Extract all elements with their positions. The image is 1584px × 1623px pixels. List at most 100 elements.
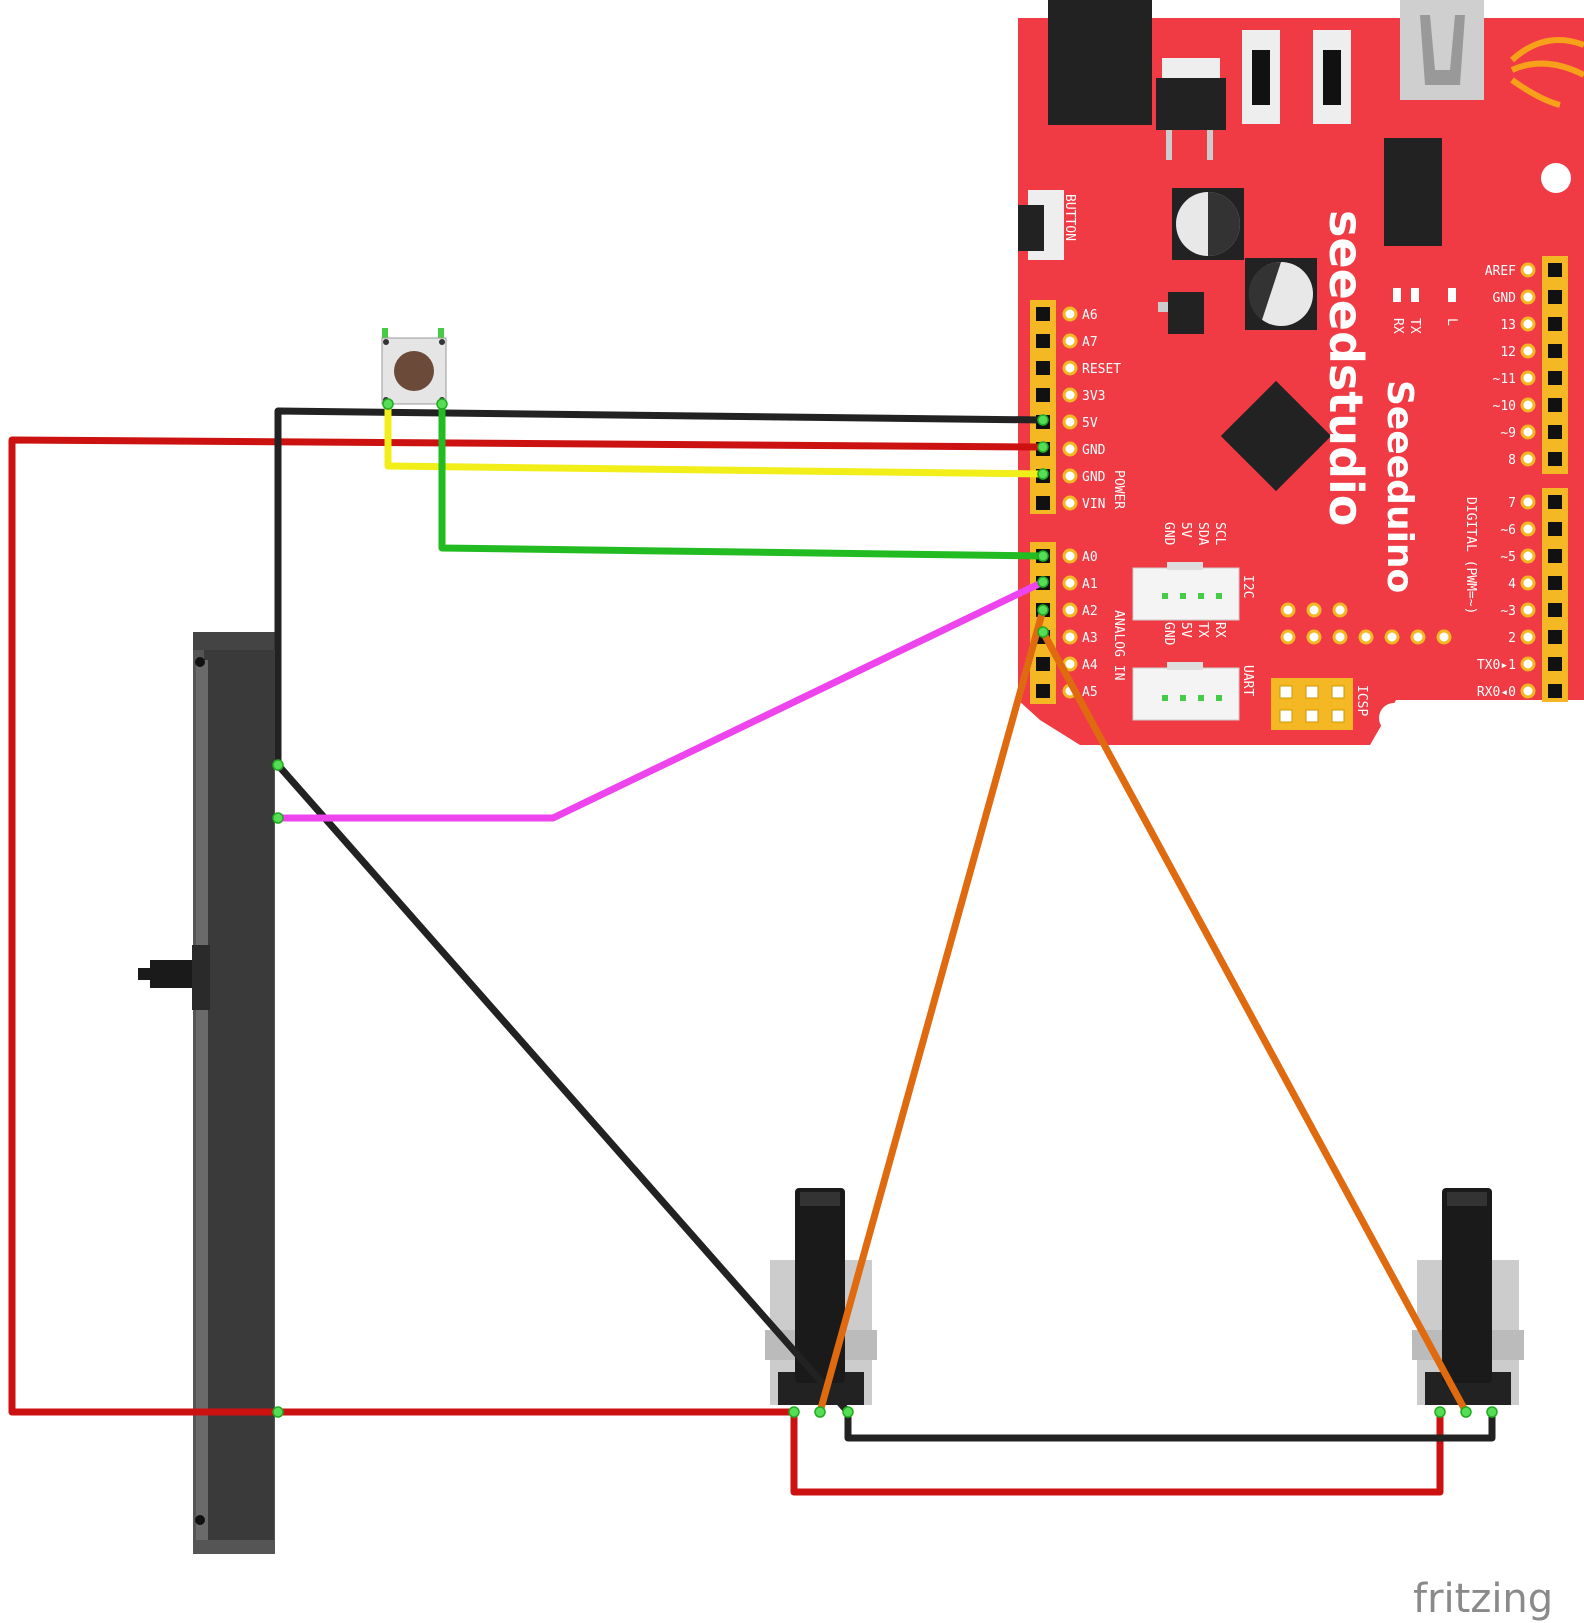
- pin-label: 13: [1500, 318, 1516, 333]
- header-pin[interactable]: [1036, 684, 1050, 698]
- header-pin[interactable]: [1548, 522, 1562, 536]
- connection-point[interactable]: [1486, 1406, 1498, 1418]
- brand-name: seeedstudio: [1319, 210, 1373, 526]
- header-pin[interactable]: [1548, 425, 1562, 439]
- solder-pad: [1358, 629, 1374, 645]
- slide-switch-1[interactable]: [1242, 30, 1280, 124]
- wire-yellow-button[interactable]: [384, 400, 1047, 478]
- connection-point[interactable]: [382, 398, 394, 410]
- wire-red-pot-bridge[interactable]: [790, 1408, 1444, 1496]
- mounting-hole: [1379, 703, 1409, 733]
- pin-pad: [1062, 495, 1078, 511]
- header-pin[interactable]: [1548, 657, 1562, 671]
- connection-point[interactable]: [814, 1406, 826, 1418]
- connector-pin-label: GND: [1161, 522, 1176, 546]
- connector-pin-label: RX: [1212, 622, 1227, 638]
- rotary-potentiometer-1[interactable]: [765, 1188, 877, 1405]
- header-pin[interactable]: [1548, 452, 1562, 466]
- connection-point[interactable]: [436, 398, 448, 410]
- connection-point[interactable]: [1037, 441, 1049, 453]
- pin-pad: [1062, 575, 1078, 591]
- pin-label: 3V3: [1082, 389, 1105, 404]
- pin-pad: [1520, 656, 1536, 672]
- pin-pad: [1520, 548, 1536, 564]
- pin-label: A1: [1082, 577, 1098, 592]
- pin-label: ~11: [1493, 372, 1516, 387]
- digital-group-label: DIGITAL (PWM=~): [1463, 497, 1478, 614]
- analog-group-label: ANALOG IN: [1111, 610, 1126, 680]
- header-pin[interactable]: [1036, 388, 1050, 402]
- board-pcb: [1018, 18, 1584, 745]
- pin-pad: [1062, 360, 1078, 376]
- slide-switch-2[interactable]: [1313, 30, 1351, 124]
- header-pin[interactable]: [1548, 603, 1562, 617]
- pin-pad: [1520, 343, 1536, 359]
- pin-label: ~10: [1493, 399, 1516, 414]
- header-pin[interactable]: [1548, 344, 1562, 358]
- header-pin[interactable]: [1036, 307, 1050, 321]
- header-pin[interactable]: [1036, 334, 1050, 348]
- connection-point[interactable]: [272, 1406, 284, 1418]
- connector-contact: [1198, 593, 1204, 599]
- pin-label: VIN: [1082, 497, 1105, 512]
- model-name: Seeeduino: [1379, 380, 1420, 593]
- connection-point[interactable]: [1434, 1406, 1446, 1418]
- capacitor-1: [1172, 188, 1244, 260]
- header-pin[interactable]: [1036, 361, 1050, 375]
- wire-magenta-a1[interactable]: [274, 578, 1047, 822]
- connection-point[interactable]: [1037, 576, 1049, 588]
- connector-pin-label: 5V: [1178, 522, 1193, 538]
- header-pin[interactable]: [1548, 263, 1562, 277]
- connection-point[interactable]: [1037, 626, 1049, 638]
- connector-pin-label: 5V: [1178, 622, 1193, 638]
- push-button[interactable]: [381, 328, 447, 405]
- connection-point[interactable]: [842, 1406, 854, 1418]
- rotary-potentiometer-2[interactable]: [1412, 1188, 1524, 1405]
- pin-pad: [1062, 602, 1078, 618]
- pin-pad: [1062, 333, 1078, 349]
- header-pin[interactable]: [1548, 576, 1562, 590]
- connection-point[interactable]: [1037, 550, 1049, 562]
- seeeduino-board: BUTTON TX RX L seeedstudio Seeeduino I2C…: [1018, 0, 1584, 745]
- solder-pad: [1280, 629, 1296, 645]
- connection-point[interactable]: [1037, 468, 1049, 480]
- pin-pad: [1520, 397, 1536, 413]
- header-pin[interactable]: [1036, 657, 1050, 671]
- header-pin[interactable]: [1036, 496, 1050, 510]
- wire-orange-a3[interactable]: [1039, 628, 1470, 1416]
- pin-pad: [1062, 629, 1078, 645]
- slide-potentiometer[interactable]: [138, 632, 275, 1554]
- connection-point[interactable]: [788, 1406, 800, 1418]
- connection-point[interactable]: [1460, 1406, 1472, 1418]
- header-pin[interactable]: [1548, 630, 1562, 644]
- pin-pad: [1062, 548, 1078, 564]
- connection-point[interactable]: [1037, 604, 1049, 616]
- header-pin[interactable]: [1548, 317, 1562, 331]
- pin-pad: [1520, 289, 1536, 305]
- pin-pad: [1520, 575, 1536, 591]
- wire-green-a0[interactable]: [438, 400, 1047, 560]
- wire-black-pot-bridge[interactable]: [844, 1408, 1496, 1442]
- wire-orange-a2[interactable]: [816, 606, 1047, 1416]
- solder-pad: [1332, 629, 1348, 645]
- pin-label: 4: [1508, 577, 1516, 592]
- solder-pad: [1306, 602, 1322, 618]
- pin-label: A6: [1082, 308, 1098, 323]
- connection-point[interactable]: [272, 812, 284, 824]
- header-pin[interactable]: [1548, 684, 1562, 698]
- connection-point[interactable]: [272, 759, 284, 771]
- header-pin[interactable]: [1548, 398, 1562, 412]
- slider-knob[interactable]: [138, 945, 210, 1010]
- wire-red-5v-loop[interactable]: [8, 436, 1047, 1416]
- header-pin[interactable]: [1548, 549, 1562, 563]
- header-pin[interactable]: [1548, 495, 1562, 509]
- connector-contact: [1216, 695, 1222, 701]
- connector-pin-label: SDA: [1195, 522, 1210, 546]
- wire-black-gnd[interactable]: [274, 407, 1047, 1416]
- pin-pad: [1520, 316, 1536, 332]
- usb-port: [1400, 0, 1484, 100]
- header-pin[interactable]: [1548, 290, 1562, 304]
- header-pin[interactable]: [1548, 371, 1562, 385]
- connection-point[interactable]: [1037, 414, 1049, 426]
- reset-button[interactable]: [1018, 190, 1064, 260]
